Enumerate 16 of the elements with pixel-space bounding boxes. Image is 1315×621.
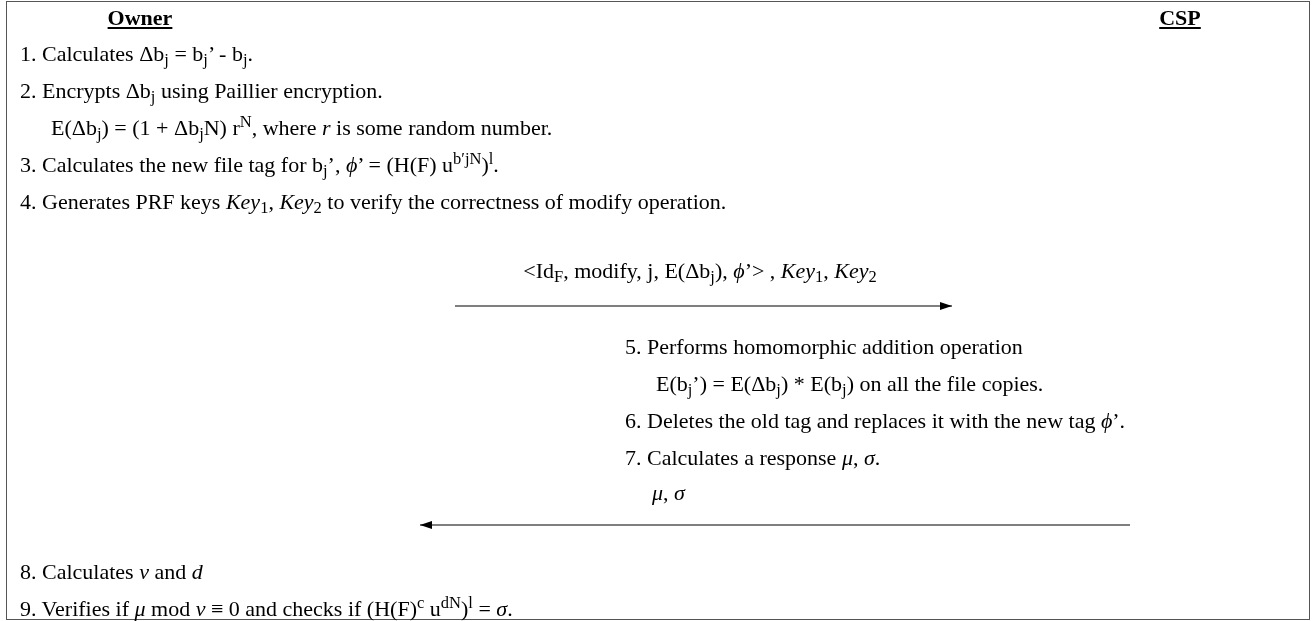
step-text: 9. Verifies if μ mod v ≡ 0 and checks if (H(F)$^{c}$ u$^{dN}$)$^{l}$ = σ.	[20, 591, 514, 621]
column-heading: Owner	[107, 5, 173, 30]
step-text: 6. Deletes the old tag and replaces it with the new tag ϕ’.	[625, 407, 1127, 435]
step-text: 8. Calculates v and d	[20, 558, 204, 586]
edge-label: μ, σ	[652, 480, 685, 505]
step-text: 5. Performs homomorphic addition operation	[625, 333, 1024, 361]
step-text: 3. Calculates the new file tag for b$_{j}$’, ϕ’ = (H(F) u$^{b′jN}$)$^{l}$.	[20, 147, 500, 183]
step-text: 1. Calculates Δb$_{j}$ = b$_{j}$’ - b$_{j}$.	[20, 40, 254, 72]
step-text: 4. Generates PRF keys Key$_{1}$, Key$_{2}$ to verify the correctness of modify operation.	[20, 188, 728, 220]
step-text: 7. Calculates a response μ, σ.	[625, 444, 882, 472]
arrow	[454, 302, 953, 310]
step-text: 2. Encrypts Δb$_{j}$ using Paillier encryption.	[20, 77, 384, 109]
step-text: E(b$_{j}$’) = E(Δb$_{j}$) * E(b$_{j}$) on all the file copies.	[655, 370, 1045, 402]
column-heading: CSP	[1159, 5, 1201, 30]
arrow	[419, 521, 1131, 529]
step-text: E(Δb$_{j}$) = (1 + Δb$_{j}$N) r$^{N}$, where r is some random number.	[50, 110, 554, 146]
